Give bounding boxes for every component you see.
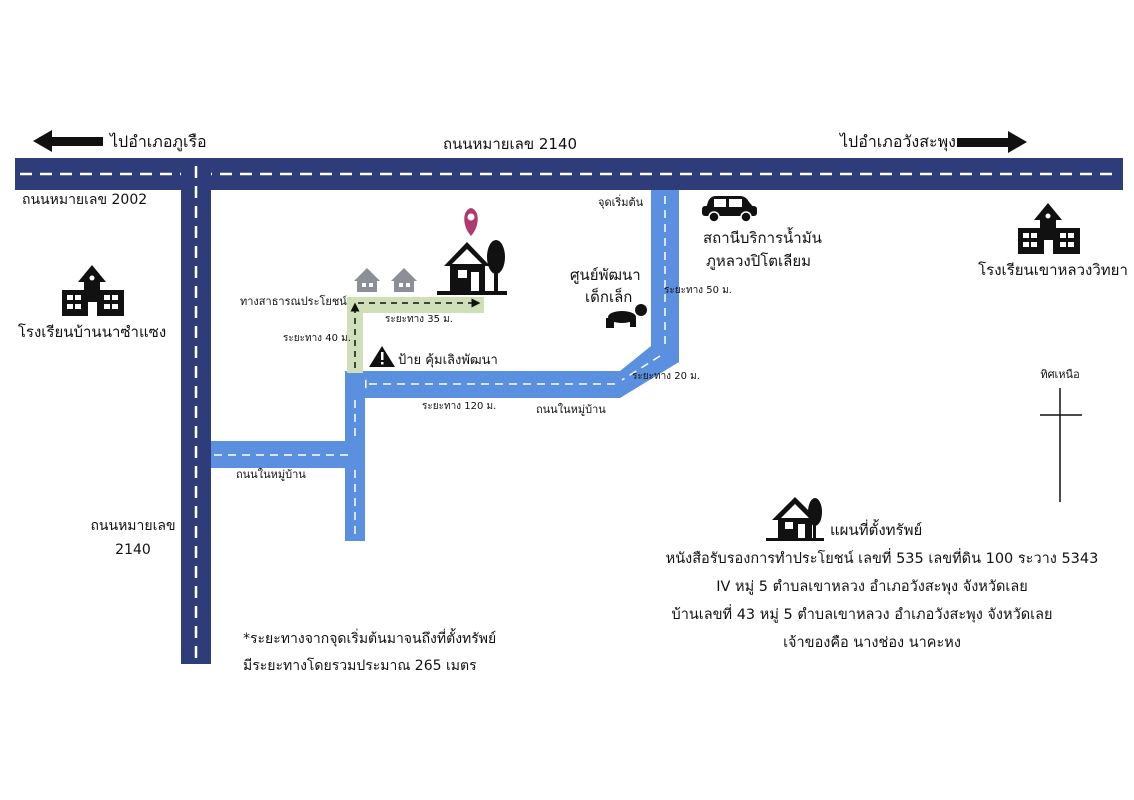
sign-label: ป้าย คุ้มเลิงพัฒนา [398,353,498,368]
legend-house-icon [766,497,824,541]
main-road-vertical [181,158,211,664]
legend-line-3: บ้านเลขที่ 43 หมู่ 5 ตำบลเขาหลวง อำเภอวั… [672,604,1053,623]
north-arrow-icon [1040,388,1082,502]
main-road-vertical-label-2: 2140 [115,542,151,558]
legend-line-2: IV หมู่ 5 ตำบลเขาหลวง อำเภอวังสะพุง จังห… [716,579,1028,595]
distance-50-label: ระยะทาง 50 ม. [664,285,732,296]
village-road-right-vertical [651,190,679,360]
location-pin-icon [464,208,478,236]
north-label: ทิศเหนือ [1040,368,1079,381]
childcare-label-2: เด็กเล็ก [585,287,632,306]
school-left-label: โรงเรียนบ้านนาซำแซง [18,323,166,341]
distance-20-label: ระยะทาง 20 ม. [632,371,700,382]
main-road-left-label: ถนนหมายเลข 2002 [22,192,147,208]
distance-35-label: ระยะทาง 35 ม. [385,314,453,325]
crawling-baby-icon [606,304,647,328]
warning-icon [369,346,395,367]
arrow-left-icon [33,130,103,152]
village-road-horizontal [345,371,620,398]
small-house-icon [354,268,380,292]
to-phu-ruea-label: ไปอำเภอภูเรือ [108,132,207,152]
village-road-left-horizontal [211,441,357,468]
public-path [347,297,484,373]
public-path-label: ทางสาธารณประโยชน์ [240,294,347,308]
arrow-right-icon [957,131,1027,153]
small-house-icon [391,268,417,292]
distance-120-label: ระยะทาง 120 ม. [422,401,496,412]
school-right-label: โรงเรียนเขาหลวงวิทยา [978,261,1128,279]
to-wang-saphung-label: ไปอำเภอวังสะพุง [838,132,956,152]
gas-station-label-1: สถานีบริการน้ำมัน [703,227,822,247]
village-road-label: ถนนในหมู่บ้าน [236,468,306,481]
village-road-diagonal [620,346,679,398]
legend-line-4: เจ้าของคือ นางช่อง นาคะหง [783,634,961,651]
school-icon [1018,203,1080,254]
school-icon [62,265,124,316]
car-icon [702,196,757,223]
gas-station-label-2: ภูหลวงปิโตเลียม [706,252,811,270]
start-point-label: จุดเริ่มต้น [598,194,644,209]
main-road-top-label: ถนนหมายเลข 2140 [443,135,577,153]
legend-title: แผนที่ตั้งทรัพย์ [830,519,922,539]
main-road-vertical-label-1: ถนนหมายเลข [90,518,175,534]
note-line-1: *ระยะทางจากจุดเริ่มต้นมาจนถึงที่ตั้งทรัพ… [243,628,496,647]
property-house-icon [437,240,507,295]
childcare-label-1: ศูนย์พัฒนา [570,266,641,284]
village-road-label: ถนนในหมู่บ้าน [536,403,606,416]
note-line-2: มีระยะทางโดยรวมประมาณ 265 เมตร [243,657,477,674]
legend-line-1: หนังสือรับรองการทำประโยชน์ เลขที่ 535 เล… [666,548,1099,567]
distance-40-label: ระยะทาง 40 ม. [283,333,351,344]
